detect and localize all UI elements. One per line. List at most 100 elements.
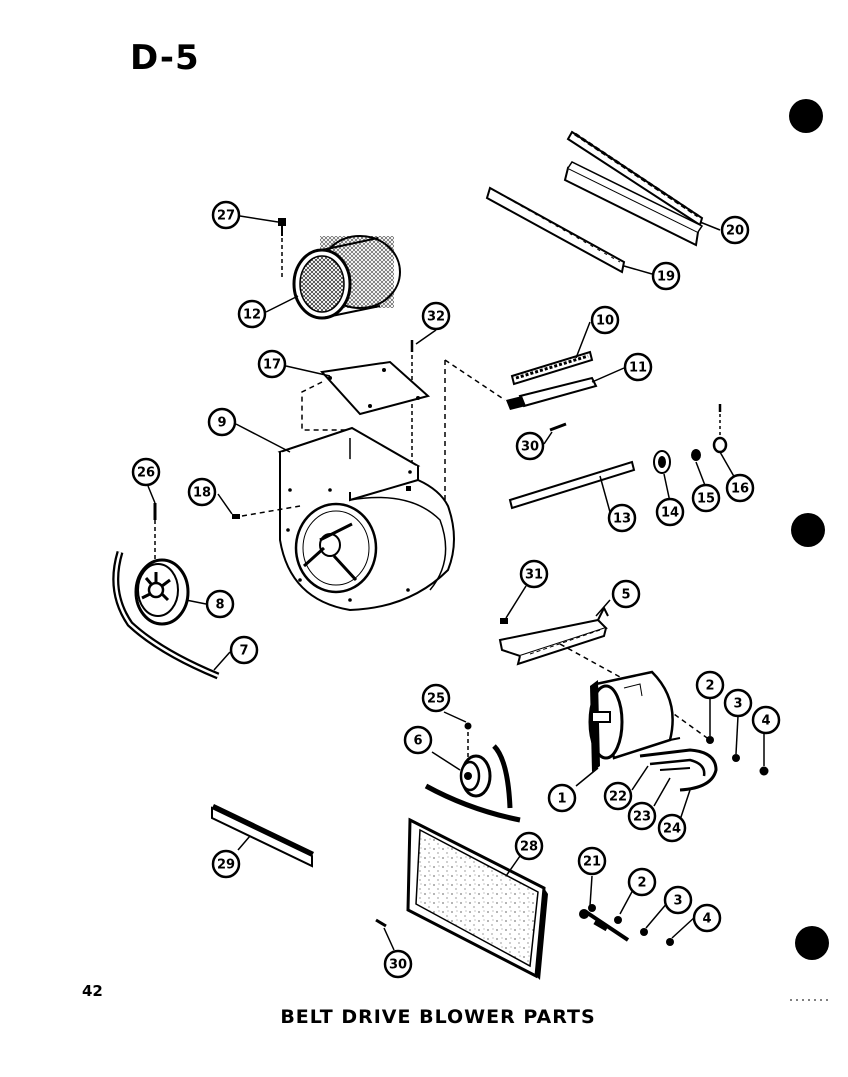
bracket-part-11 — [506, 376, 598, 410]
binder-hole-middle — [791, 513, 825, 547]
callout-20: 20 — [720, 215, 750, 245]
callout-23: 23 — [627, 801, 657, 831]
callout-circle — [623, 352, 653, 382]
callout-26: 26 — [131, 457, 161, 487]
callout-label: 17 — [263, 358, 281, 373]
callout-2: 2 — [695, 670, 725, 700]
callout-label: 2 — [637, 876, 646, 891]
screw-part-30-lower — [375, 918, 387, 928]
callout-30: 30 — [383, 949, 413, 979]
belt-segment — [424, 783, 521, 823]
blower-housing-part-9 — [277, 426, 455, 612]
callout-circle — [590, 305, 620, 335]
callout-circle — [611, 579, 641, 609]
callout-label: 30 — [521, 440, 539, 455]
callout-25: 25 — [421, 683, 451, 713]
callout-label: 13 — [613, 512, 631, 527]
callout-circle — [421, 301, 451, 331]
washers-parts-2-3-4-upper — [706, 736, 769, 776]
callout-circle — [519, 559, 549, 589]
callout-label: 16 — [731, 482, 749, 497]
binder-hole-top — [789, 99, 823, 133]
callout-circle — [187, 477, 217, 507]
callout-circle — [627, 801, 657, 831]
motor-leads-parts-22-23-24 — [639, 748, 718, 792]
callout-31: 31 — [519, 559, 549, 589]
bolt-part-21 — [579, 904, 630, 942]
page-title: D-5 — [130, 38, 200, 78]
callout-circle — [663, 885, 693, 915]
motor-pulley-part-6 — [459, 754, 492, 798]
callout-30: 30 — [515, 431, 545, 461]
callout-10: 10 — [590, 305, 620, 335]
callout-label: 3 — [733, 697, 742, 712]
callout-label: 30 — [389, 958, 407, 973]
rail-part-19-lower — [485, 186, 626, 274]
callout-29: 29 — [211, 849, 241, 879]
callout-circle — [577, 846, 607, 876]
callout-5: 5 — [611, 579, 641, 609]
callout-circle — [515, 431, 545, 461]
callout-3: 3 — [723, 688, 753, 718]
callout-circle — [383, 949, 413, 979]
callout-label: 6 — [413, 734, 422, 749]
callout-label: 10 — [596, 314, 614, 329]
callout-circle — [691, 483, 721, 513]
callout-circle — [547, 783, 577, 813]
callout-label: 15 — [697, 492, 715, 507]
callout-circle — [655, 497, 685, 527]
callout-label: 29 — [217, 858, 235, 873]
leader-lines — [147, 215, 765, 951]
screw-part-18 — [232, 514, 240, 519]
callout-label: 18 — [193, 486, 211, 501]
callout-8: 8 — [205, 589, 235, 619]
callout-4: 4 — [692, 903, 722, 933]
callout-label: 11 — [629, 361, 647, 376]
callout-circle — [627, 867, 657, 897]
motor-part-1 — [588, 670, 681, 772]
callout-label: 7 — [239, 644, 248, 659]
callout-circle — [695, 670, 725, 700]
callout-17: 17 — [257, 349, 287, 379]
collar-part-16 — [712, 404, 728, 454]
callout-circle — [751, 705, 781, 735]
screw-part-30-upper — [549, 422, 567, 432]
callout-label: 22 — [609, 790, 627, 805]
bracket-part-10 — [510, 350, 594, 386]
callout-28: 28 — [514, 831, 544, 861]
callout-label: 27 — [217, 209, 235, 224]
callout-21: 21 — [577, 846, 607, 876]
callout-label: 31 — [525, 568, 543, 583]
setscrew-part-25 — [464, 722, 472, 730]
filter-strip-part-29 — [211, 804, 314, 868]
bearing-part-14 — [653, 450, 671, 474]
callout-6: 6 — [403, 725, 433, 755]
callout-circle — [657, 813, 687, 843]
callout-7: 7 — [229, 635, 259, 665]
callout-circle — [651, 261, 681, 291]
callout-circle — [723, 688, 753, 718]
callout-circle — [131, 457, 161, 487]
screw-part-27 — [278, 218, 286, 236]
motor-bracket-part-5 — [498, 605, 609, 666]
callout-label: 21 — [583, 855, 601, 870]
callout-32: 32 — [421, 301, 451, 331]
callout-circle — [211, 200, 241, 230]
callout-label: 4 — [761, 714, 770, 729]
washers-parts-2-3-4-lower — [614, 916, 674, 946]
callout-label: 14 — [661, 506, 679, 521]
plate-part-17 — [320, 360, 431, 416]
callout-label: 4 — [702, 912, 711, 927]
callout-11: 11 — [623, 352, 653, 382]
callout-label: 20 — [726, 224, 744, 239]
callout-circle — [607, 503, 637, 533]
callout-27: 27 — [211, 200, 241, 230]
callout-19: 19 — [651, 261, 681, 291]
callout-3: 3 — [663, 885, 693, 915]
callout-18: 18 — [187, 477, 217, 507]
screw-part-31 — [500, 618, 508, 624]
callout-label: 9 — [217, 416, 226, 431]
callout-16: 16 — [725, 473, 755, 503]
callout-label: 1 — [557, 792, 566, 807]
